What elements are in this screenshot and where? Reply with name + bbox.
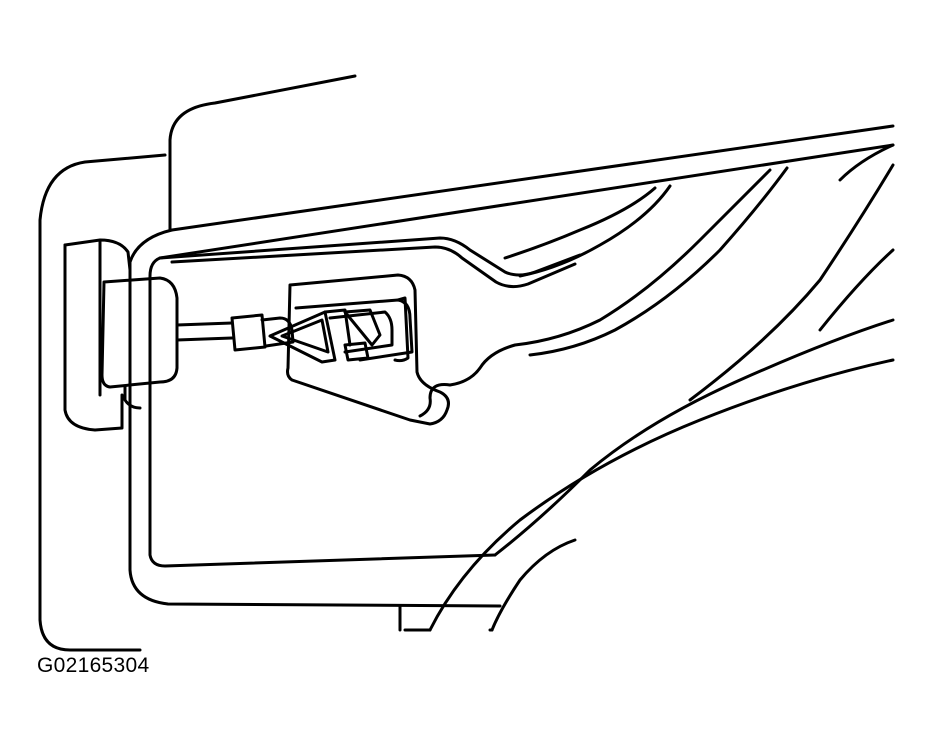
housing-lower-curves xyxy=(400,320,893,630)
housing-inner-frame xyxy=(130,230,500,606)
retaining-clip xyxy=(270,310,350,362)
reflector-contours xyxy=(420,165,893,416)
bulb-socket xyxy=(296,298,412,361)
electrical-connector xyxy=(65,240,177,430)
figure-id-label: G02165304 xyxy=(37,654,150,677)
harness-wire xyxy=(177,315,293,350)
socket-boss xyxy=(160,238,580,424)
housing-upper-edges xyxy=(160,126,893,258)
outer-body-panel xyxy=(40,76,355,650)
